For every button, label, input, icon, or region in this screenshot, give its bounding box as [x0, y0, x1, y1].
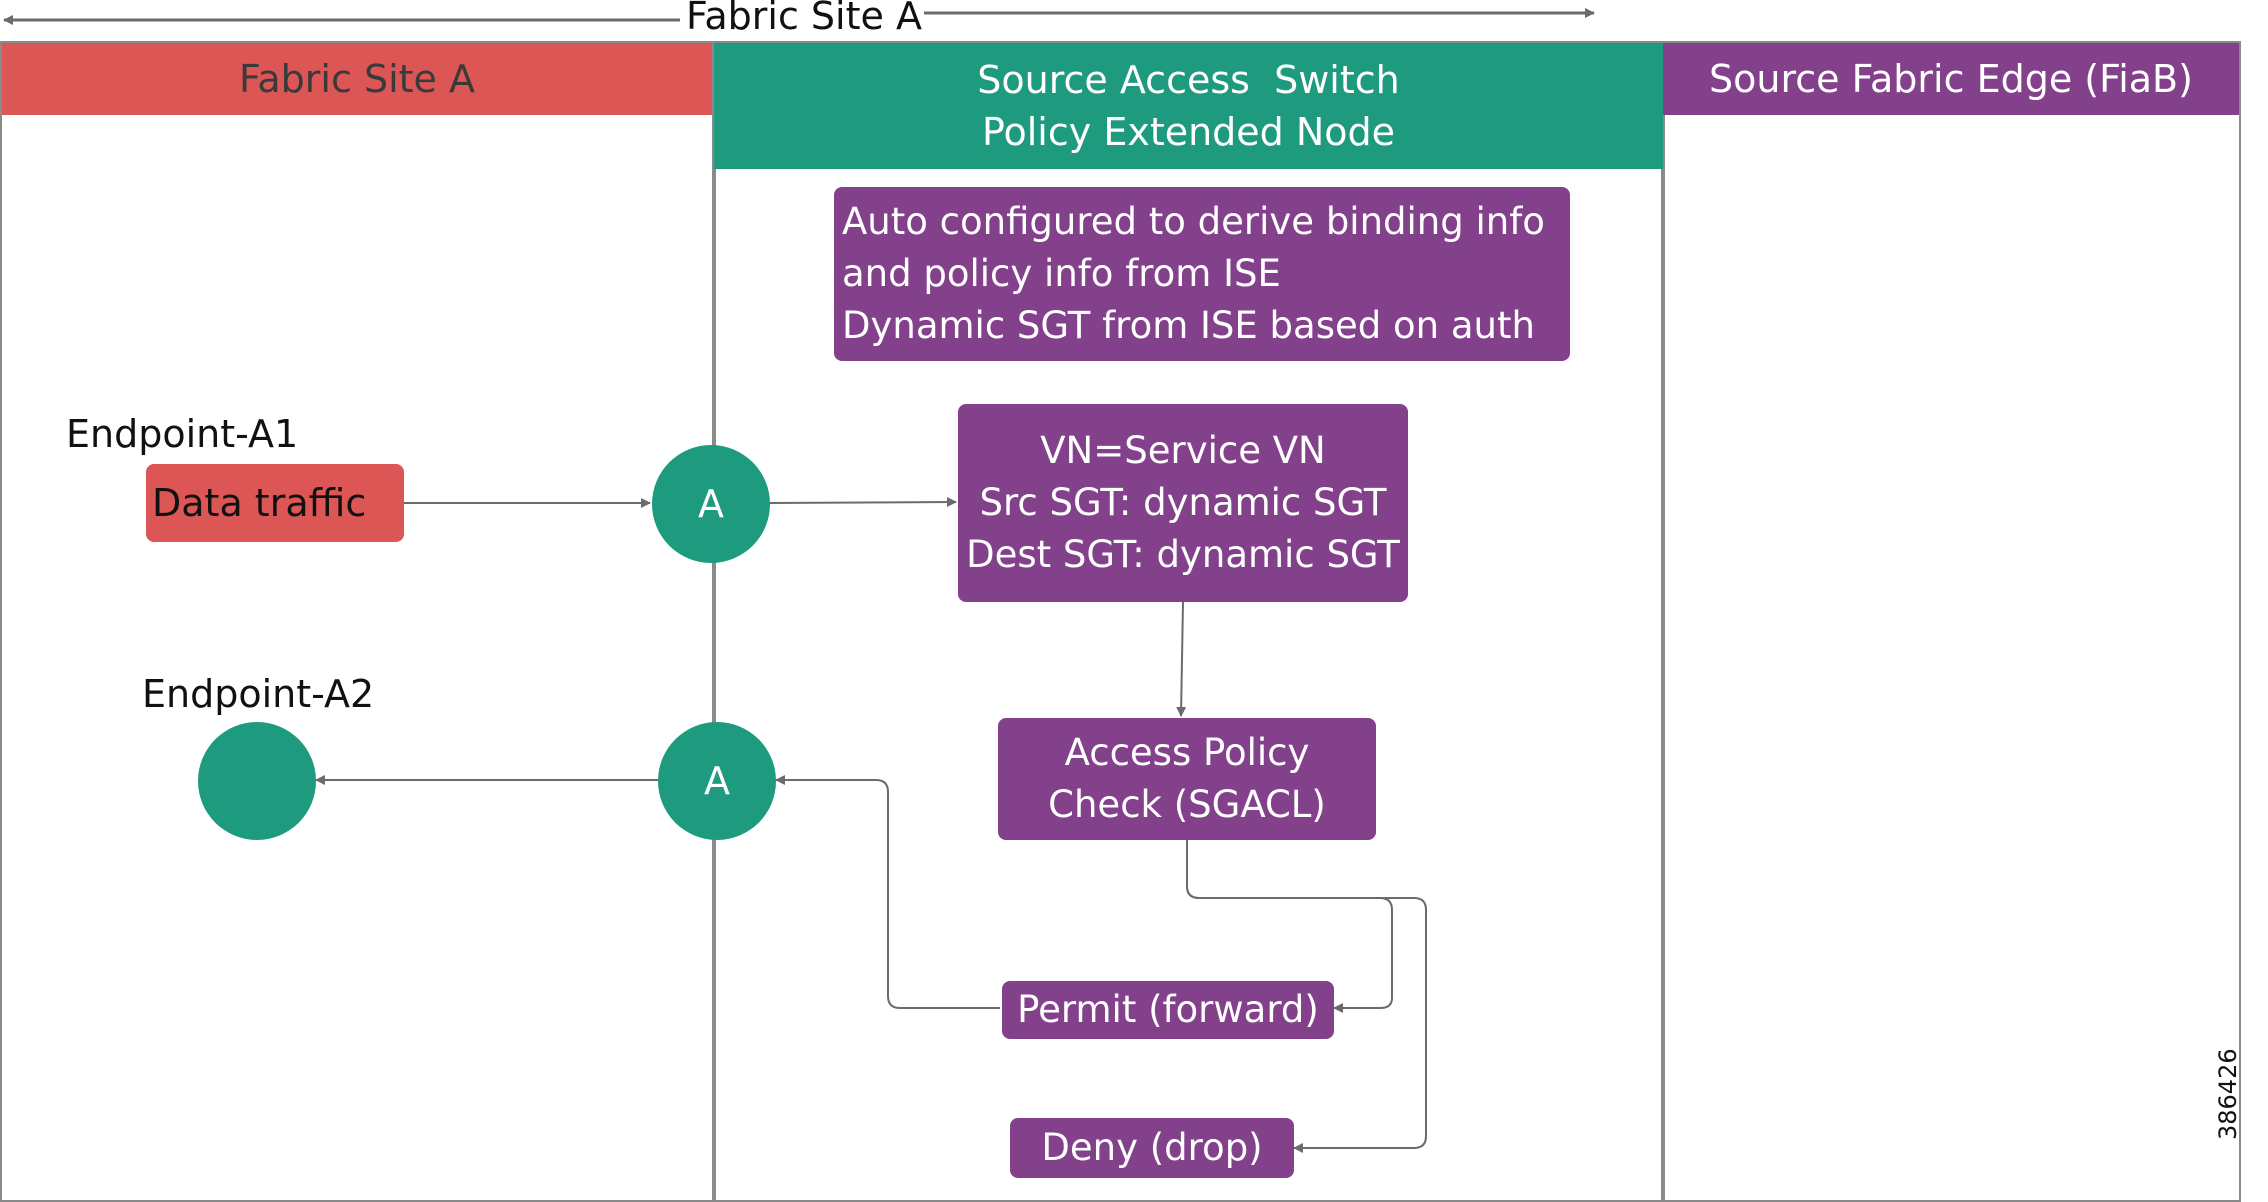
endpoint-a1-label: Endpoint-A1	[66, 412, 299, 456]
arrow-permit-to-node	[775, 775, 1000, 1009]
lane-pane-fabric-site	[0, 41, 716, 1202]
top-span-label: Fabric Site A	[684, 0, 924, 38]
lane-pane-fabric-edge	[1661, 41, 2241, 1202]
lane-title-access-switch-line1: Source Access Switch	[977, 58, 1400, 102]
lane-title-fabric-site: Fabric Site A	[239, 57, 475, 101]
auto-config-line2: and policy info from ISE	[842, 252, 1281, 295]
vn-info-line2: Src SGT: dynamic SGT	[979, 481, 1387, 524]
vn-info-line3: Dest SGT: dynamic SGT	[966, 533, 1400, 576]
endpoint-a2-label: Endpoint-A2	[142, 672, 375, 716]
access-node-lower-label: A	[704, 759, 730, 803]
auto-config-line1: Auto configured to derive binding info	[842, 200, 1545, 243]
figure-id: 386426	[2214, 1048, 2242, 1140]
arrow-node-to-vn	[769, 497, 957, 508]
lane-header-fabric-edge: Source Fabric Edge (FiaB)	[1663, 43, 2239, 115]
data-traffic-label: Data traffic	[152, 481, 367, 525]
auto-config-line3: Dynamic SGT from ISE based on auth	[842, 304, 1535, 347]
access-node-upper: A	[652, 445, 770, 563]
deny-box: Deny (drop)	[1010, 1118, 1294, 1178]
arrow-policy-to-deny	[1186, 885, 1427, 1153]
access-node-upper-label: A	[698, 482, 724, 526]
policy-check-line2: Check (SGACL)	[1048, 783, 1326, 826]
lane-title-fabric-edge: Source Fabric Edge (FiaB)	[1709, 57, 2193, 101]
vn-info-box: VN=Service VN Src SGT: dynamic SGT Dest …	[958, 404, 1408, 602]
permit-label: Permit (forward)	[1017, 988, 1319, 1031]
vn-info-line1: VN=Service VN	[1040, 429, 1326, 472]
endpoint-a2-node	[198, 722, 316, 840]
lane-header-fabric-site: Fabric Site A	[2, 43, 712, 115]
arrow-vn-to-policy	[1176, 601, 1187, 717]
lane-title-access-switch-line2: Policy Extended Node	[981, 110, 1396, 154]
data-traffic-box: Data traffic	[146, 464, 404, 542]
deny-label: Deny (drop)	[1041, 1126, 1263, 1169]
auto-config-box: Auto configured to derive binding info a…	[834, 187, 1570, 361]
policy-check-line1: Access Policy	[1064, 731, 1310, 774]
policy-check-box: Access Policy Check (SGACL)	[998, 718, 1376, 840]
permit-box: Permit (forward)	[1002, 981, 1334, 1039]
lane-header-access-switch: Source Access Switch Policy Extended Nod…	[714, 43, 1663, 169]
access-node-lower: A	[658, 722, 776, 840]
lane-pane-access-switch	[712, 41, 1665, 1202]
